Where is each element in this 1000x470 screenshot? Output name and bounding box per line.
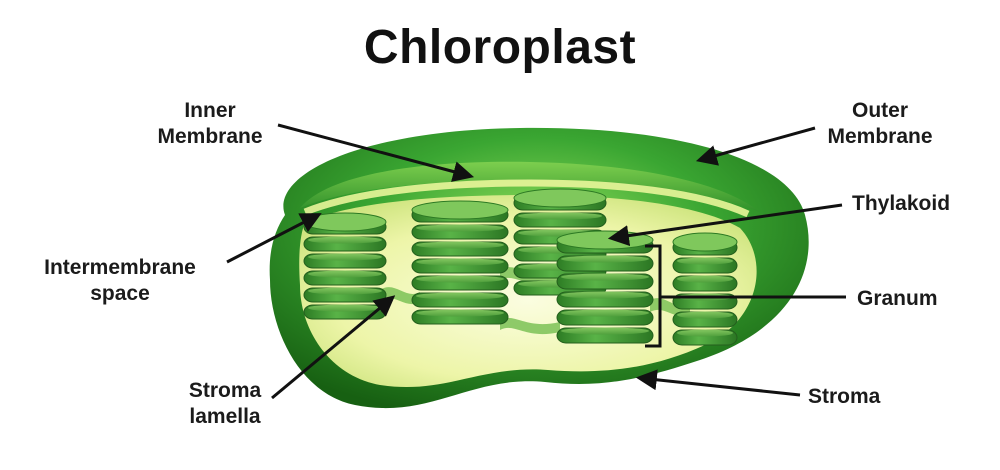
arrow-inner-membrane [277,123,475,182]
label-granum: Granum [857,287,938,310]
thylakoid-disc [672,275,738,292]
granum-top [672,232,738,252]
arrow-stroma-lamella [271,295,396,400]
arrow-intermembrane-space [226,213,322,264]
annotation-lines [226,123,846,400]
label-stroma: Stroma [808,385,881,408]
inner-membrane-band [303,179,750,218]
thylakoid-disc [411,258,509,274]
thylakoid-disc [513,212,607,228]
thylakoid-disc [411,241,509,257]
thylakoid-disc [411,275,509,291]
thylakoid-disc [556,255,654,272]
thylakoid-disc [672,311,738,328]
arrow-outer-membrane [695,126,816,166]
thylakoid-disc [672,329,738,346]
thylakoid-disc [556,309,654,326]
membrane-rim [300,161,760,212]
thylakoid-disc [303,287,387,303]
granum-top [411,200,509,220]
thylakoid-disc [303,236,387,252]
granum-stack [411,200,509,325]
label-inner-membrane: Inner Membrane [157,99,263,148]
thylakoid-disc [303,253,387,269]
grana [303,188,738,346]
thylakoid-disc [303,270,387,286]
thylakoid-disc [411,292,509,308]
granum-stack [303,212,387,320]
granum-bracket [645,244,662,348]
thylakoid-disc [556,273,654,290]
granum-top [513,188,607,208]
label-thylakoid: Thylakoid [852,192,951,215]
thylakoid-disc [556,327,654,344]
label-outer-membrane: Outer Membrane [827,99,933,148]
thylakoid-disc [411,309,509,325]
label-stroma-lamella: Stroma lamella [188,379,262,428]
thylakoid-disc [672,257,738,274]
arrow-stroma [635,369,801,397]
label-intermembrane-space: Intermembrane space [44,256,196,305]
thylakoid-disc [411,224,509,240]
arrow-thylakoid [607,203,843,247]
diagram-title: Chloroplast [363,21,637,74]
thylakoid-disc [556,291,654,308]
